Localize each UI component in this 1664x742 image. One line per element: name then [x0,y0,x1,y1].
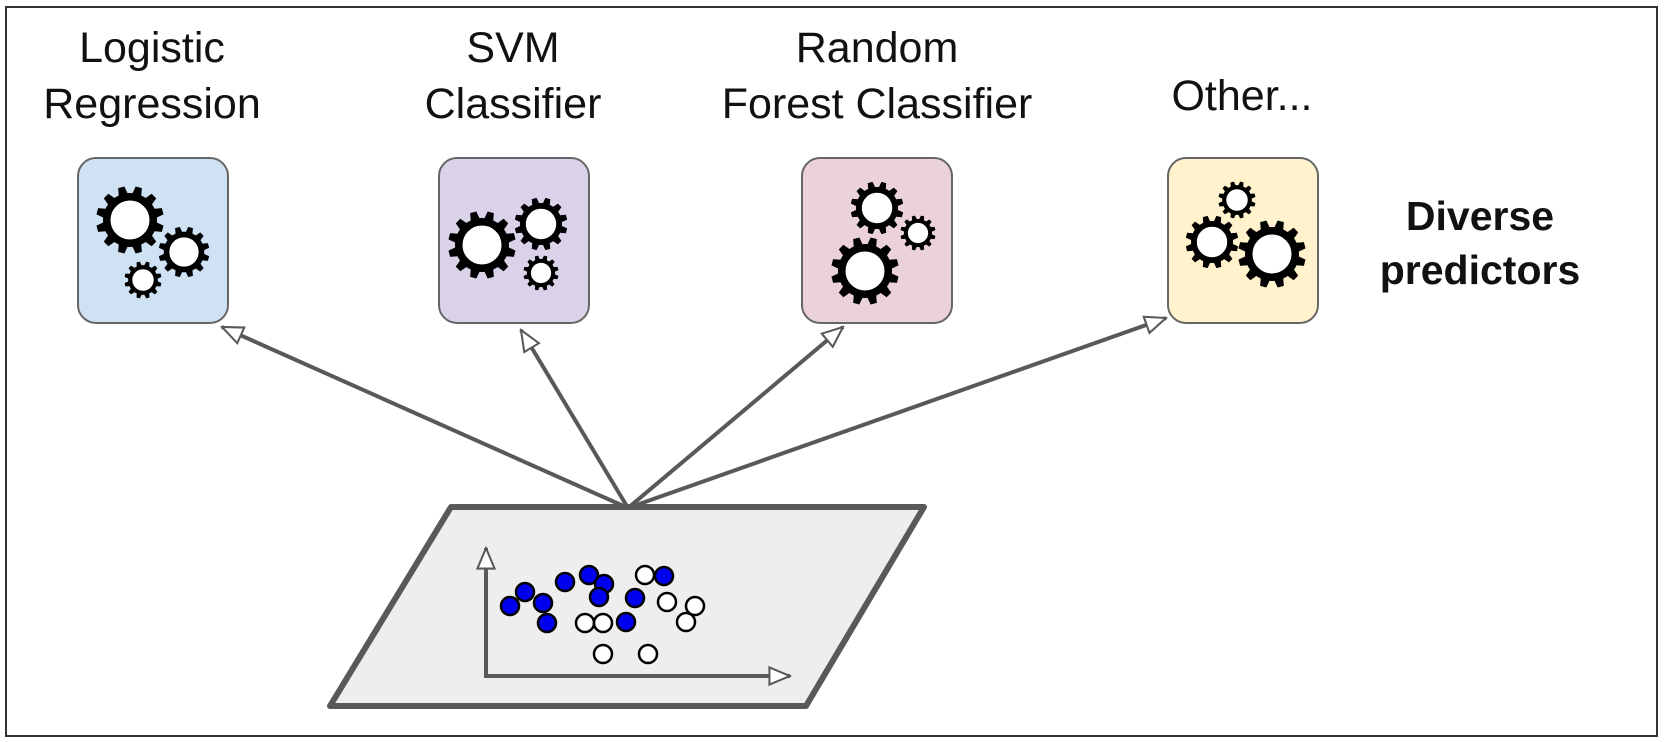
data-point [532,592,554,614]
data-point [637,643,659,665]
label-rf-line1: Random [796,24,959,72]
data-point [624,587,646,609]
label-other: Other... [1171,72,1312,120]
data-point [615,611,637,633]
data-point [656,591,678,613]
arrow-to-logistic [222,325,629,510]
data-point [634,564,656,586]
data-point [653,565,675,587]
data-point [675,611,697,633]
data-point [554,571,576,593]
data-point [499,595,521,617]
class-a-points [499,564,675,634]
data-point [574,612,596,634]
label-svm-line2: Classifier [425,80,602,128]
class-b-points [574,564,706,665]
label-logistic-line1: Logistic [79,24,225,72]
label-predictors: predictors [1380,247,1581,293]
data-point [592,612,614,634]
data-point [536,612,558,634]
data-point [592,643,614,665]
data-point [588,586,610,608]
arrow-group [222,318,1166,510]
data-point [578,564,600,586]
arrow-to-other [627,318,1166,510]
label-rf-line2: Forest Classifier [722,80,1033,128]
label-svm-line1: SVM [466,24,559,72]
label-diverse: Diverse [1406,193,1554,239]
arrow-to-svm [519,330,630,510]
arrow-to-random-forest [626,327,843,510]
data-point [684,595,706,617]
data-point [514,581,536,603]
label-logistic-line2: Regression [43,80,261,128]
